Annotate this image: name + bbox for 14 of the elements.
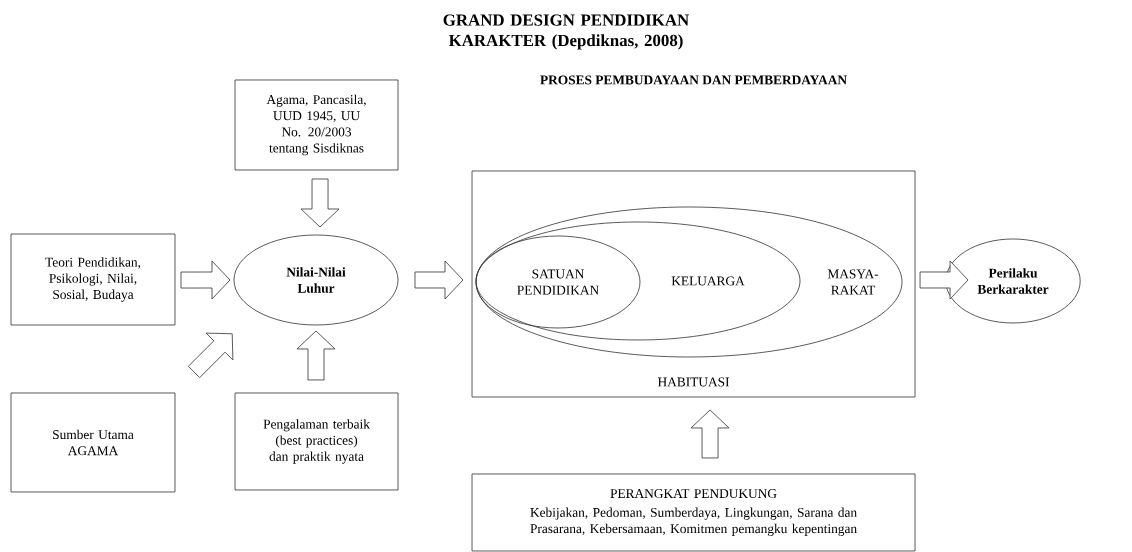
block-arrow [919, 260, 969, 300]
title: GRAND DESIGN PENDIDIKAN KARAKTER (Depdiknas, 2008) [443, 14, 689, 50]
text-box: Agama, Pancasila, UUD 1945, UU No. 20/2003 tentang Sisdiknas [234, 79, 399, 171]
section-heading: PROSES PEMBUDAYAAN DAN PEMBERDAYAAN [540, 75, 847, 85]
text-box: Teori Pendidikan, Psikologi, Nilai, Sosial, Budaya [10, 233, 176, 326]
block-arrow [180, 260, 231, 300]
block-arrow [187, 332, 234, 379]
block-arrow [296, 330, 336, 381]
text-box: Pengalaman terbaik (best practices) dan praktik nyata [234, 392, 399, 491]
text-box: PERANGKAT PENDUKUNG Kebijakan, Pedoman, Sumberdaya, Lingkungan, Sarana dan Prasarana, Kebersamaan, Komitmen pemangku kepentingan [471, 473, 916, 552]
block-arrow [690, 409, 730, 459]
block-arrow [414, 260, 464, 300]
block-arrow [300, 178, 340, 228]
text-box: Sumber Utama AGAMA [10, 392, 176, 493]
